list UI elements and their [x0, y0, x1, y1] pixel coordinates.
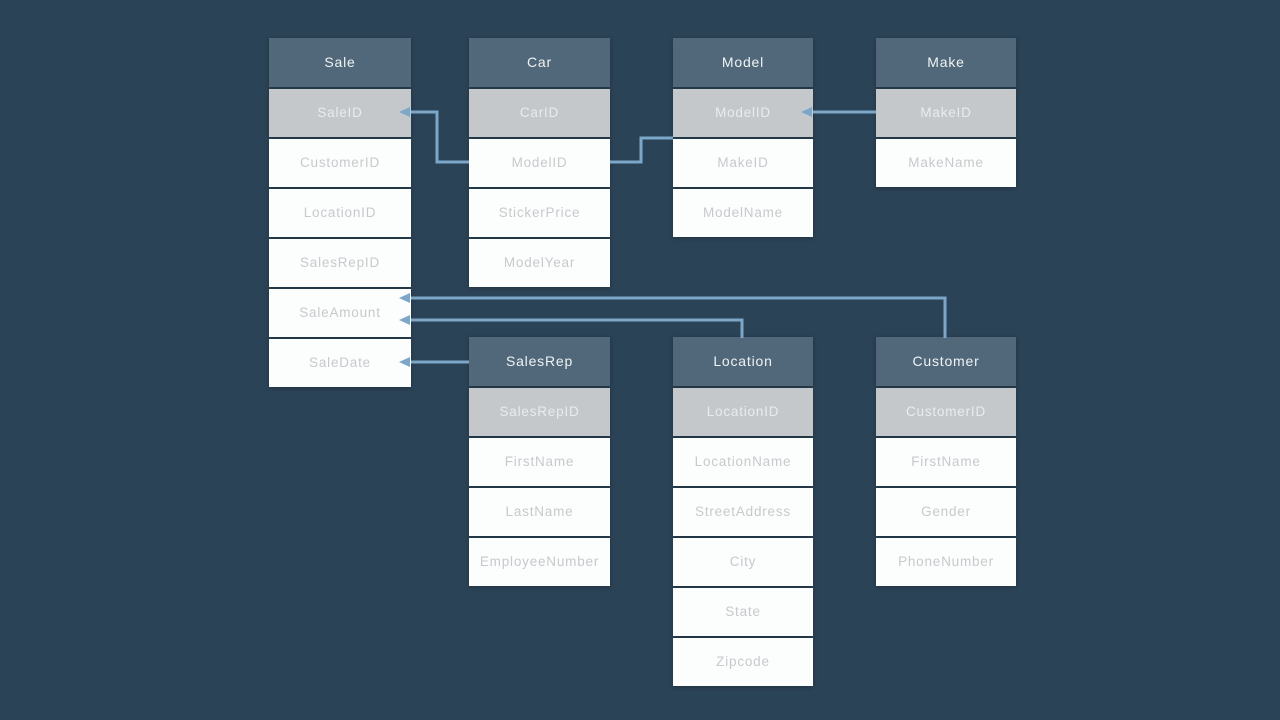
field-row: FirstName [469, 438, 610, 486]
field-row: LocationID [269, 189, 411, 237]
table-title-make: Make [876, 38, 1016, 87]
table-title-car: Car [469, 38, 610, 87]
field-row: SaleAmount [269, 289, 411, 337]
field-row: EmployeeNumber [469, 538, 610, 586]
connector-sale-to-customer [411, 296, 947, 338]
key-field-row: ModelID [673, 89, 813, 137]
field-row: City [673, 538, 813, 586]
connector-car-modelid-to-model-modelid [610, 136, 673, 164]
table-title-model: Model [673, 38, 813, 87]
field-row: MakeName [876, 139, 1016, 187]
key-field-row: MakeID [876, 89, 1016, 137]
field-row: CustomerID [269, 139, 411, 187]
key-field-row: SalesRepID [469, 388, 610, 436]
field-row: SaleDate [269, 339, 411, 387]
field-row: SalesRepID [269, 239, 411, 287]
field-row: ModelName [673, 189, 813, 237]
key-field-row: CustomerID [876, 388, 1016, 436]
field-row: ModelID [469, 139, 610, 187]
connector-sale-saleid-to-car-modelid [411, 110, 469, 164]
field-row: MakeID [673, 139, 813, 187]
field-row: PhoneNumber [876, 538, 1016, 586]
table-title-location: Location [673, 337, 813, 386]
key-field-row: SaleID [269, 89, 411, 137]
field-row: LastName [469, 488, 610, 536]
field-row: StreetAddress [673, 488, 813, 536]
table-title-salesrep: SalesRep [469, 337, 610, 386]
field-row: FirstName [876, 438, 1016, 486]
key-field-row: CarID [469, 89, 610, 137]
field-row: LocationName [673, 438, 813, 486]
key-field-row: LocationID [673, 388, 813, 436]
table-title-sale: Sale [269, 38, 411, 87]
field-row: ModelYear [469, 239, 610, 287]
field-row: Zipcode [673, 638, 813, 686]
table-title-customer: Customer [876, 337, 1016, 386]
field-row: StickerPrice [469, 189, 610, 237]
field-row: State [673, 588, 813, 636]
field-row: Gender [876, 488, 1016, 536]
connector-sale-to-location [411, 318, 744, 338]
